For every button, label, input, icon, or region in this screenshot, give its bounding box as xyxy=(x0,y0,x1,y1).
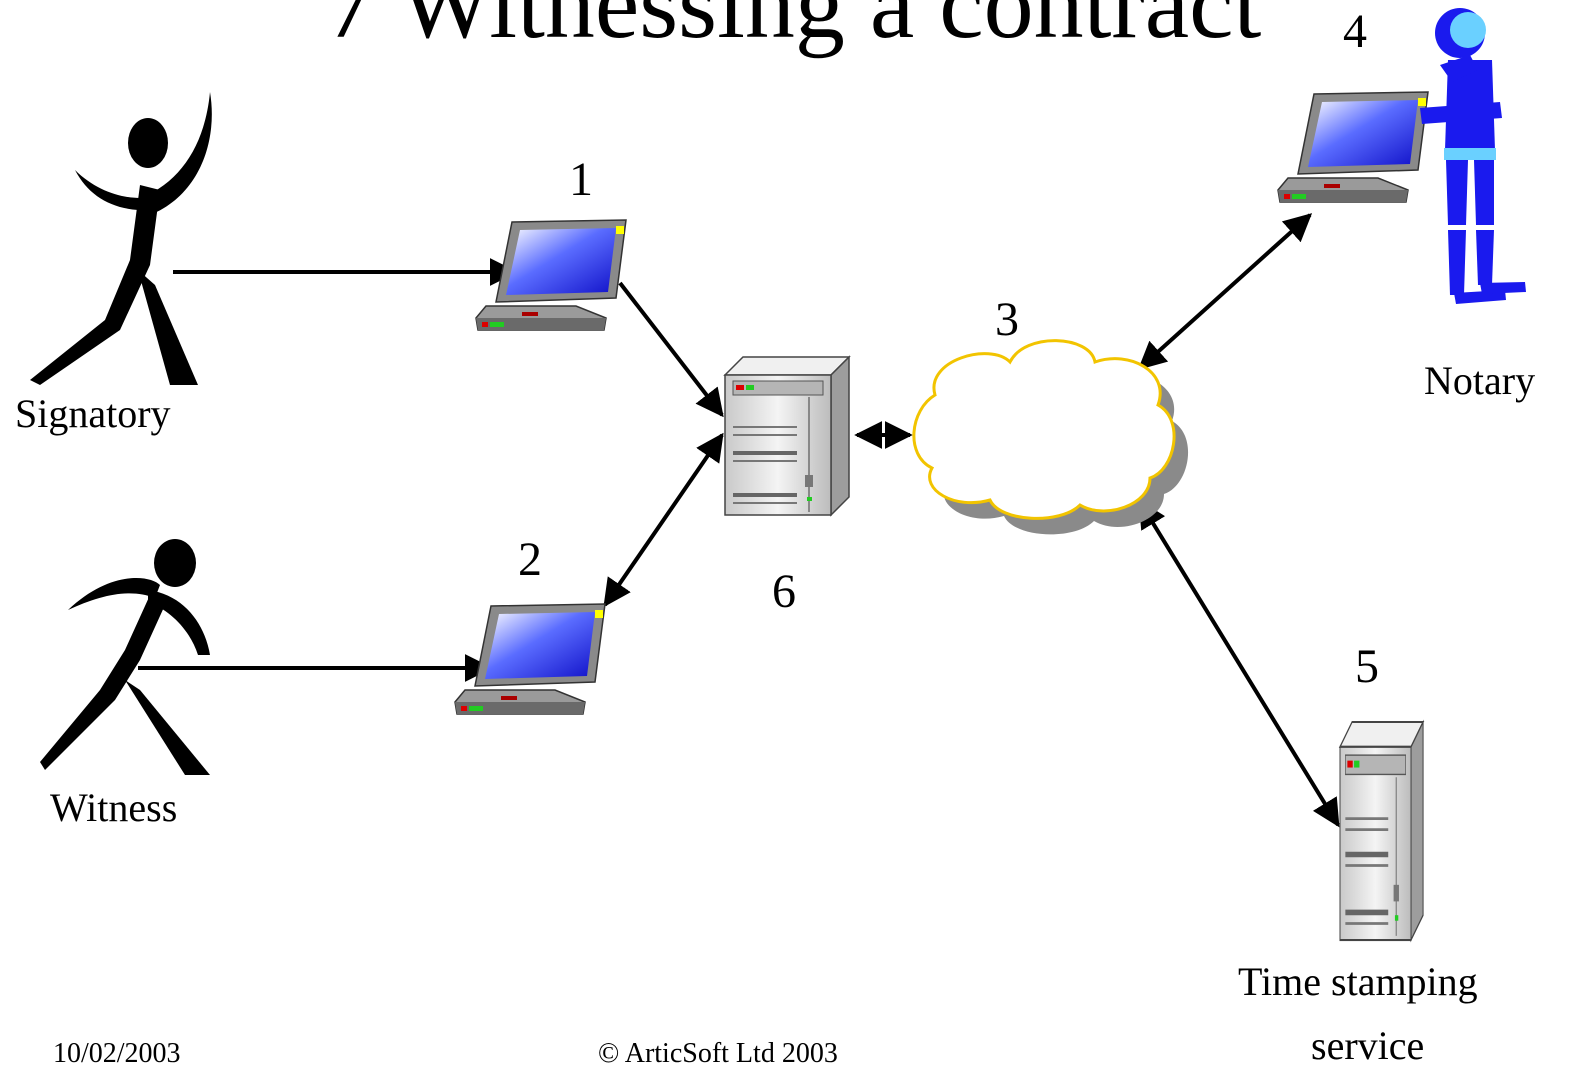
laptop-1-icon xyxy=(475,219,627,331)
signatory-figure-icon xyxy=(30,92,212,385)
laptop-2-icon xyxy=(454,603,606,715)
notary-label: Notary xyxy=(1424,358,1536,403)
slide-title: 7 Witnessing a contract xyxy=(325,0,1262,59)
witness-label: Witness xyxy=(50,785,178,830)
node-number-2: 2 xyxy=(518,533,542,586)
server-laptop2-arrow xyxy=(603,432,724,608)
timestamp-service-label-line2: service xyxy=(1311,1023,1425,1068)
node-number-5: 5 xyxy=(1355,640,1379,693)
node-number-3: 3 xyxy=(995,293,1019,346)
footer-copyright: © ArticSoft Ltd 2003 xyxy=(598,1038,838,1069)
internet-cloud-icon xyxy=(912,339,1189,535)
cloud-timestamp-arrow xyxy=(1138,499,1340,828)
node-number-6: 6 xyxy=(772,565,796,618)
node-number-1: 1 xyxy=(569,153,593,206)
timestamp-server-icon xyxy=(1340,722,1423,940)
server-icon xyxy=(723,355,851,517)
node-number-4: 4 xyxy=(1343,5,1367,58)
timestamp-service-label-line1: Time stamping xyxy=(1238,959,1478,1004)
witness-figure-icon xyxy=(40,539,210,775)
cloud-laptop4-arrow xyxy=(1137,213,1313,370)
laptop-4-icon xyxy=(1277,91,1429,203)
footer-date: 10/02/2003 xyxy=(53,1038,181,1069)
notary-figure-icon xyxy=(1420,8,1526,304)
signatory-label: Signatory xyxy=(15,391,171,436)
laptop1-to-server-arrow xyxy=(618,281,724,418)
